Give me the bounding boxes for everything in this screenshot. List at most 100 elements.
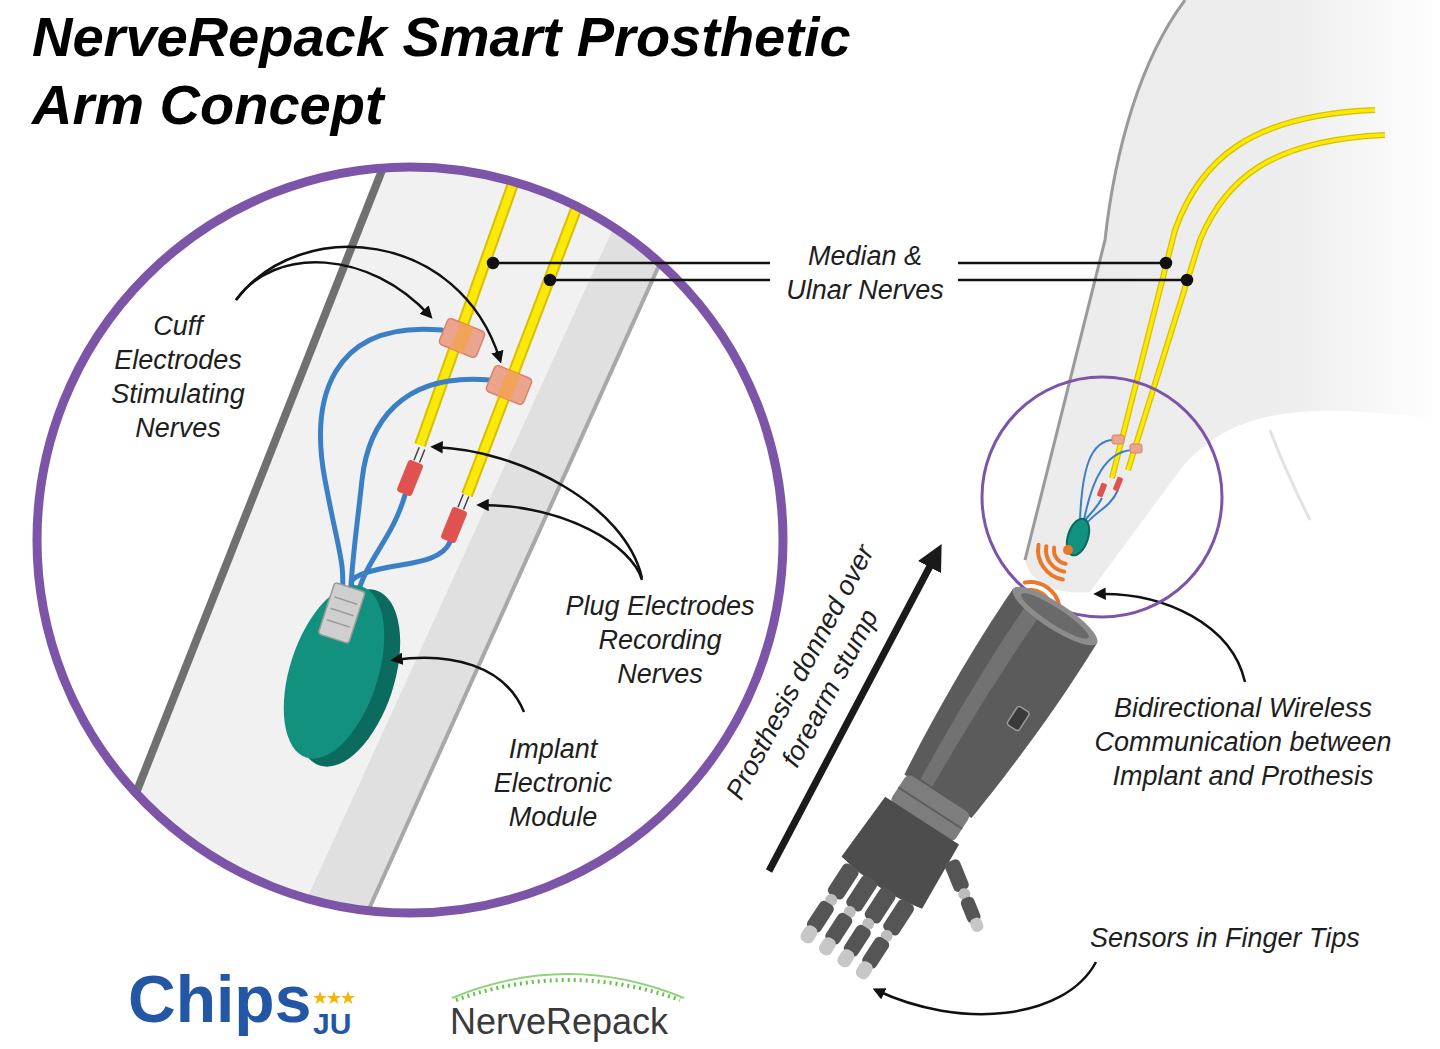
leader-arrow xyxy=(1097,594,1245,682)
nerve-leader xyxy=(488,258,498,268)
zoom-circle xyxy=(37,167,783,913)
lead-wire xyxy=(356,495,405,600)
implant-module xyxy=(331,608,354,615)
prosthesis xyxy=(839,794,963,913)
leader-arrow xyxy=(480,505,642,580)
zoom-forearm xyxy=(78,150,390,940)
logo-text-wrap: NerveRepack xyxy=(450,1002,668,1042)
mini-implant xyxy=(1084,450,1132,520)
prosthesis xyxy=(1017,588,1093,645)
mini-implant xyxy=(1080,440,1132,522)
arm-body xyxy=(1270,430,1310,520)
prosthesis xyxy=(798,923,820,946)
callout-label-wrap: Implant Electronic Module xyxy=(478,732,628,834)
logo-text-wrap: JU xyxy=(313,1007,351,1041)
nerve-leader xyxy=(550,279,770,282)
prosthesis xyxy=(835,947,857,970)
plug-electrode xyxy=(396,445,429,496)
logo-arc xyxy=(452,974,684,1000)
arm-body xyxy=(1025,0,1440,593)
arrow-label-wrap: Prosthesis donned over forearm stump xyxy=(715,532,916,829)
logo-text: JU xyxy=(313,1007,351,1041)
logo-star xyxy=(313,991,355,1004)
prosthesis xyxy=(854,959,876,982)
nerve xyxy=(1112,110,1375,478)
zoom-forearm xyxy=(288,150,711,940)
plug-electrode xyxy=(440,506,468,544)
nerve xyxy=(1112,110,1385,478)
mini-implant xyxy=(1063,435,1142,558)
nerve-leader xyxy=(958,262,1166,265)
nerve-leader xyxy=(545,275,555,285)
plug-electrode xyxy=(414,447,419,460)
callout-label-wrap: Sensors in Finger Tips xyxy=(1090,921,1360,955)
cuff-electrode xyxy=(497,369,520,400)
nerve-leader xyxy=(958,279,1187,282)
logo-arc xyxy=(452,974,684,998)
implant-module xyxy=(318,582,365,643)
mini-implant xyxy=(1130,444,1142,453)
nerve xyxy=(1128,135,1385,470)
logo-text: NerveRepack xyxy=(450,1002,668,1042)
wireless-signal xyxy=(1038,545,1063,580)
callout-label: Cuff Electrodes Stimulating Nerves xyxy=(98,309,258,445)
wireless-dot xyxy=(1063,545,1073,555)
plug-electrode xyxy=(396,459,424,497)
callout-label: Plug Electrodes Recording Nerves xyxy=(560,589,760,691)
diagram-title: NerveRepack Smart Prosthetic Arm Concept xyxy=(32,3,892,139)
cuff-electrode xyxy=(450,322,473,353)
logo-arc xyxy=(456,980,680,1000)
cuff-electrode xyxy=(485,365,533,406)
cuff-electrode xyxy=(438,318,486,359)
nerve xyxy=(1112,110,1375,478)
logo-text-wrap: Chips xyxy=(128,962,311,1037)
mini-implant xyxy=(1097,482,1108,497)
mini-implant xyxy=(1063,516,1094,558)
logo-star xyxy=(313,991,327,1004)
cuff-electrode xyxy=(438,318,486,359)
implant-module xyxy=(264,573,420,780)
mini-implant xyxy=(1112,435,1124,444)
prosthesis xyxy=(943,858,970,894)
arm-body xyxy=(1025,0,1440,593)
leader-arrow xyxy=(236,247,500,360)
nerve-label: Median & Ulnar Nerves xyxy=(780,239,950,307)
implant-module xyxy=(334,597,357,604)
arrow-label: Prosthesis donned over forearm stump xyxy=(715,532,916,829)
logo-star xyxy=(341,991,355,1004)
plug-electrode xyxy=(458,494,463,507)
callout-label: Bidirectional Wireless Communication bet… xyxy=(1089,691,1397,793)
mini-zoom-circle xyxy=(982,377,1222,617)
prosthesis xyxy=(1006,578,1104,654)
wireless-signal xyxy=(1046,546,1064,572)
plug-electrode xyxy=(464,496,469,509)
leader-arrow xyxy=(394,658,524,712)
plug-electrode xyxy=(440,492,473,543)
logo-text: Chips xyxy=(128,962,311,1037)
prosthesis xyxy=(796,861,915,982)
lead-wire xyxy=(321,329,490,600)
leader-arrow xyxy=(236,262,430,316)
nerve-leader xyxy=(1182,275,1192,285)
nerve xyxy=(467,170,591,495)
prosthesis xyxy=(915,604,1043,786)
prosthesis xyxy=(1006,705,1030,731)
logo-star xyxy=(327,991,341,1004)
implant-module xyxy=(264,573,403,771)
nerve-leader xyxy=(493,262,770,265)
nerve-label-wrap: Median & Ulnar Nerves xyxy=(780,239,950,307)
cuff-electrode xyxy=(485,365,533,406)
implant-module xyxy=(327,620,350,627)
prosthesis xyxy=(969,916,985,933)
leader-arrow xyxy=(434,447,642,578)
implant-module xyxy=(318,582,365,643)
callout-label-wrap: Bidirectional Wireless Communication bet… xyxy=(1089,691,1397,793)
mini-implant xyxy=(1113,476,1124,491)
prosthesis xyxy=(817,935,839,958)
lead-wire xyxy=(350,379,490,600)
zoom-forearm xyxy=(30,150,790,940)
callout-label-wrap: Plug Electrodes Recording Nerves xyxy=(560,589,760,691)
nerve-leader xyxy=(1161,258,1171,268)
